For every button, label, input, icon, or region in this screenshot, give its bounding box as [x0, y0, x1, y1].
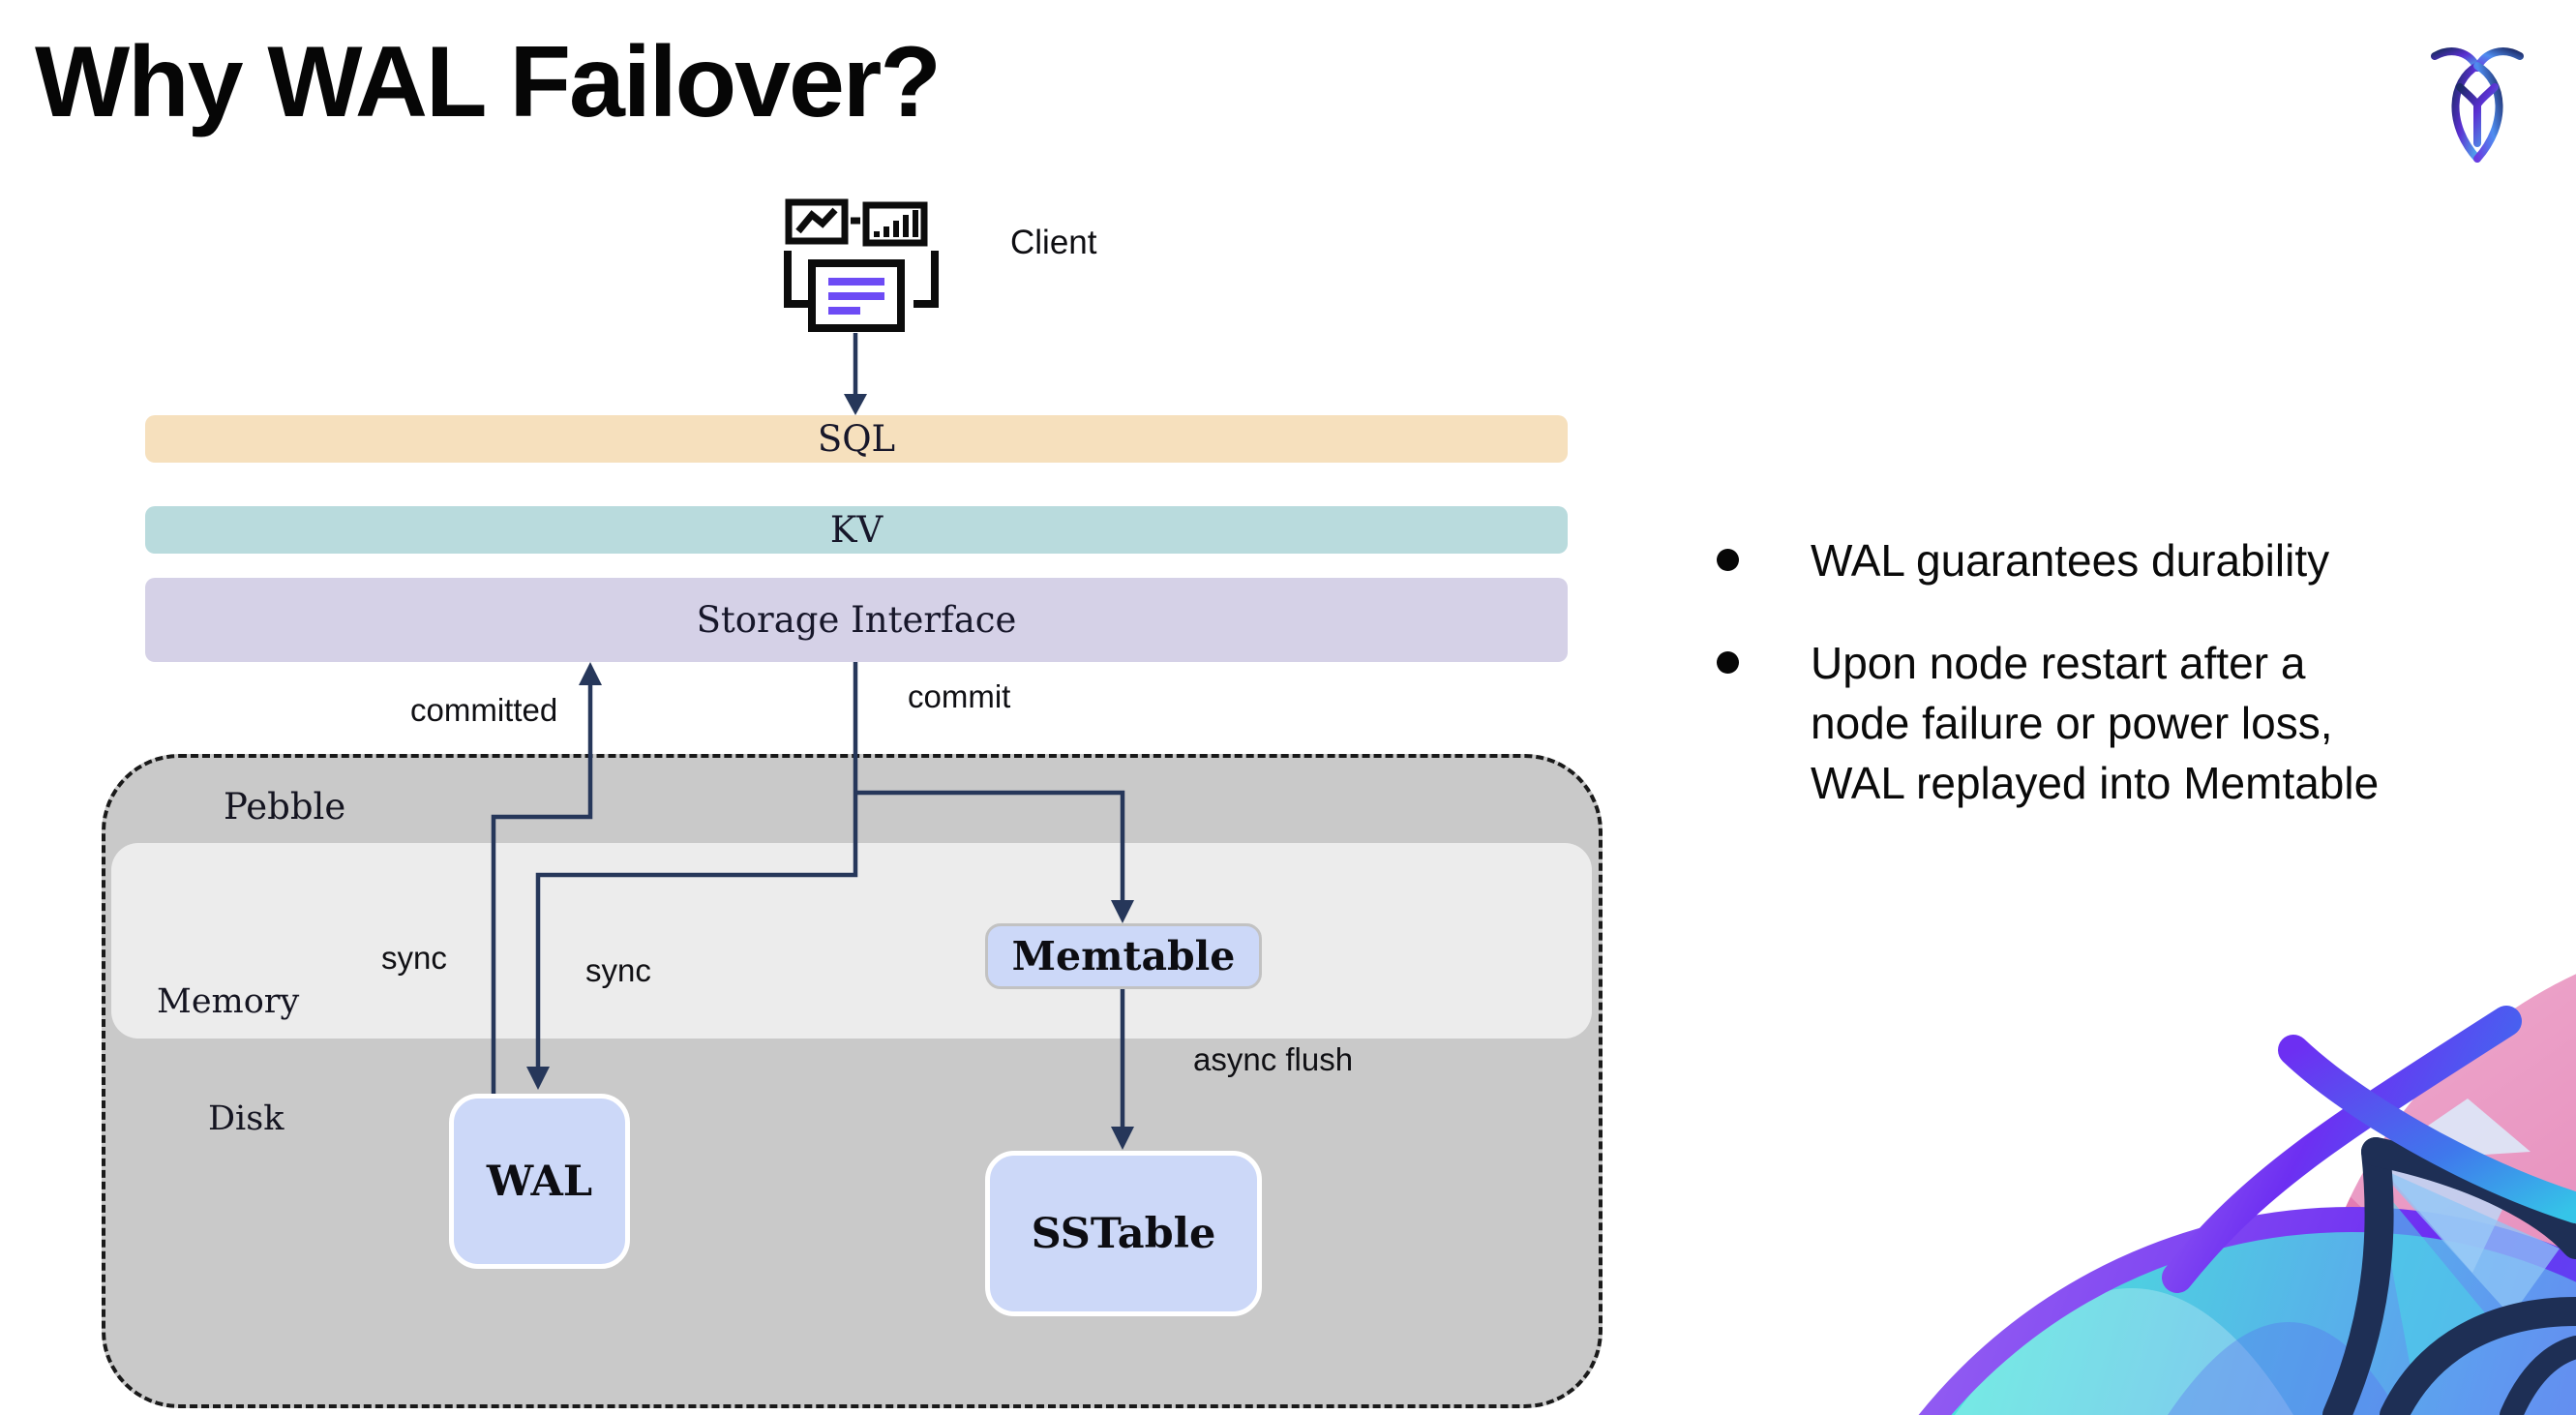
bracket-right [914, 251, 939, 308]
memory-label: Memory [157, 982, 300, 1021]
bullet-dot [1717, 549, 1739, 571]
layer-storage-interface: Storage Interface [145, 578, 1568, 662]
memory-band [111, 843, 1592, 1039]
art-purple-ring [1918, 1207, 2576, 1415]
layer-kv-label: KV [829, 509, 884, 551]
logo-antenna-left [2431, 47, 2481, 72]
client-workstation-icon [784, 198, 939, 332]
bullet-dot [1717, 651, 1739, 674]
layer-storage-label: Storage Interface [696, 599, 1017, 641]
logo-stem [2456, 83, 2499, 147]
bullet-list: WAL guarantees durability Upon node rest… [1686, 530, 2557, 856]
arrowhead-sql [844, 394, 867, 415]
slide-title: Why WAL Failover? [35, 26, 942, 138]
cockroachdb-brand-art [1918, 929, 2576, 1415]
node-memtable: Memtable [985, 923, 1262, 989]
bullet-item-durability: WAL guarantees durability [1686, 530, 2557, 590]
node-memtable-label: Memtable [1011, 933, 1236, 979]
arrowhead-committed-up [579, 662, 602, 685]
logo-antenna-right [2473, 47, 2524, 72]
disk-label: Disk [208, 1099, 285, 1138]
layer-kv: KV [145, 506, 1568, 554]
edge-label-async-flush: async flush [1193, 1041, 1354, 1077]
bullet-text: Upon node restart after a node failure o… [1811, 638, 2380, 808]
layer-sql-label: SQL [817, 418, 896, 460]
art-antennae [2162, 1006, 2576, 1293]
bracket-left [784, 251, 809, 308]
bullet-text: WAL guarantees durability [1811, 535, 2330, 586]
logo-body-right [2473, 62, 2503, 163]
edge-label-commit: commit [908, 678, 1011, 714]
node-wal-label: WAL [486, 1157, 593, 1206]
layer-sql: SQL [145, 415, 1568, 463]
edge-label-committed: committed [410, 692, 558, 728]
cockroachdb-logo [2431, 47, 2524, 163]
client-label: Client [1010, 224, 1097, 261]
node-wal: WAL [449, 1094, 630, 1269]
edge-label-sync-right: sync [585, 952, 651, 988]
edge-label-sync-left: sync [381, 940, 447, 976]
pebble-label: Pebble [224, 786, 346, 828]
node-sstable-label: SSTable [1031, 1209, 1216, 1258]
bullet-item-replay: Upon node restart after a node failure o… [1686, 633, 2557, 813]
logo-body-left [2451, 62, 2481, 163]
node-sstable: SSTable [985, 1151, 1262, 1316]
